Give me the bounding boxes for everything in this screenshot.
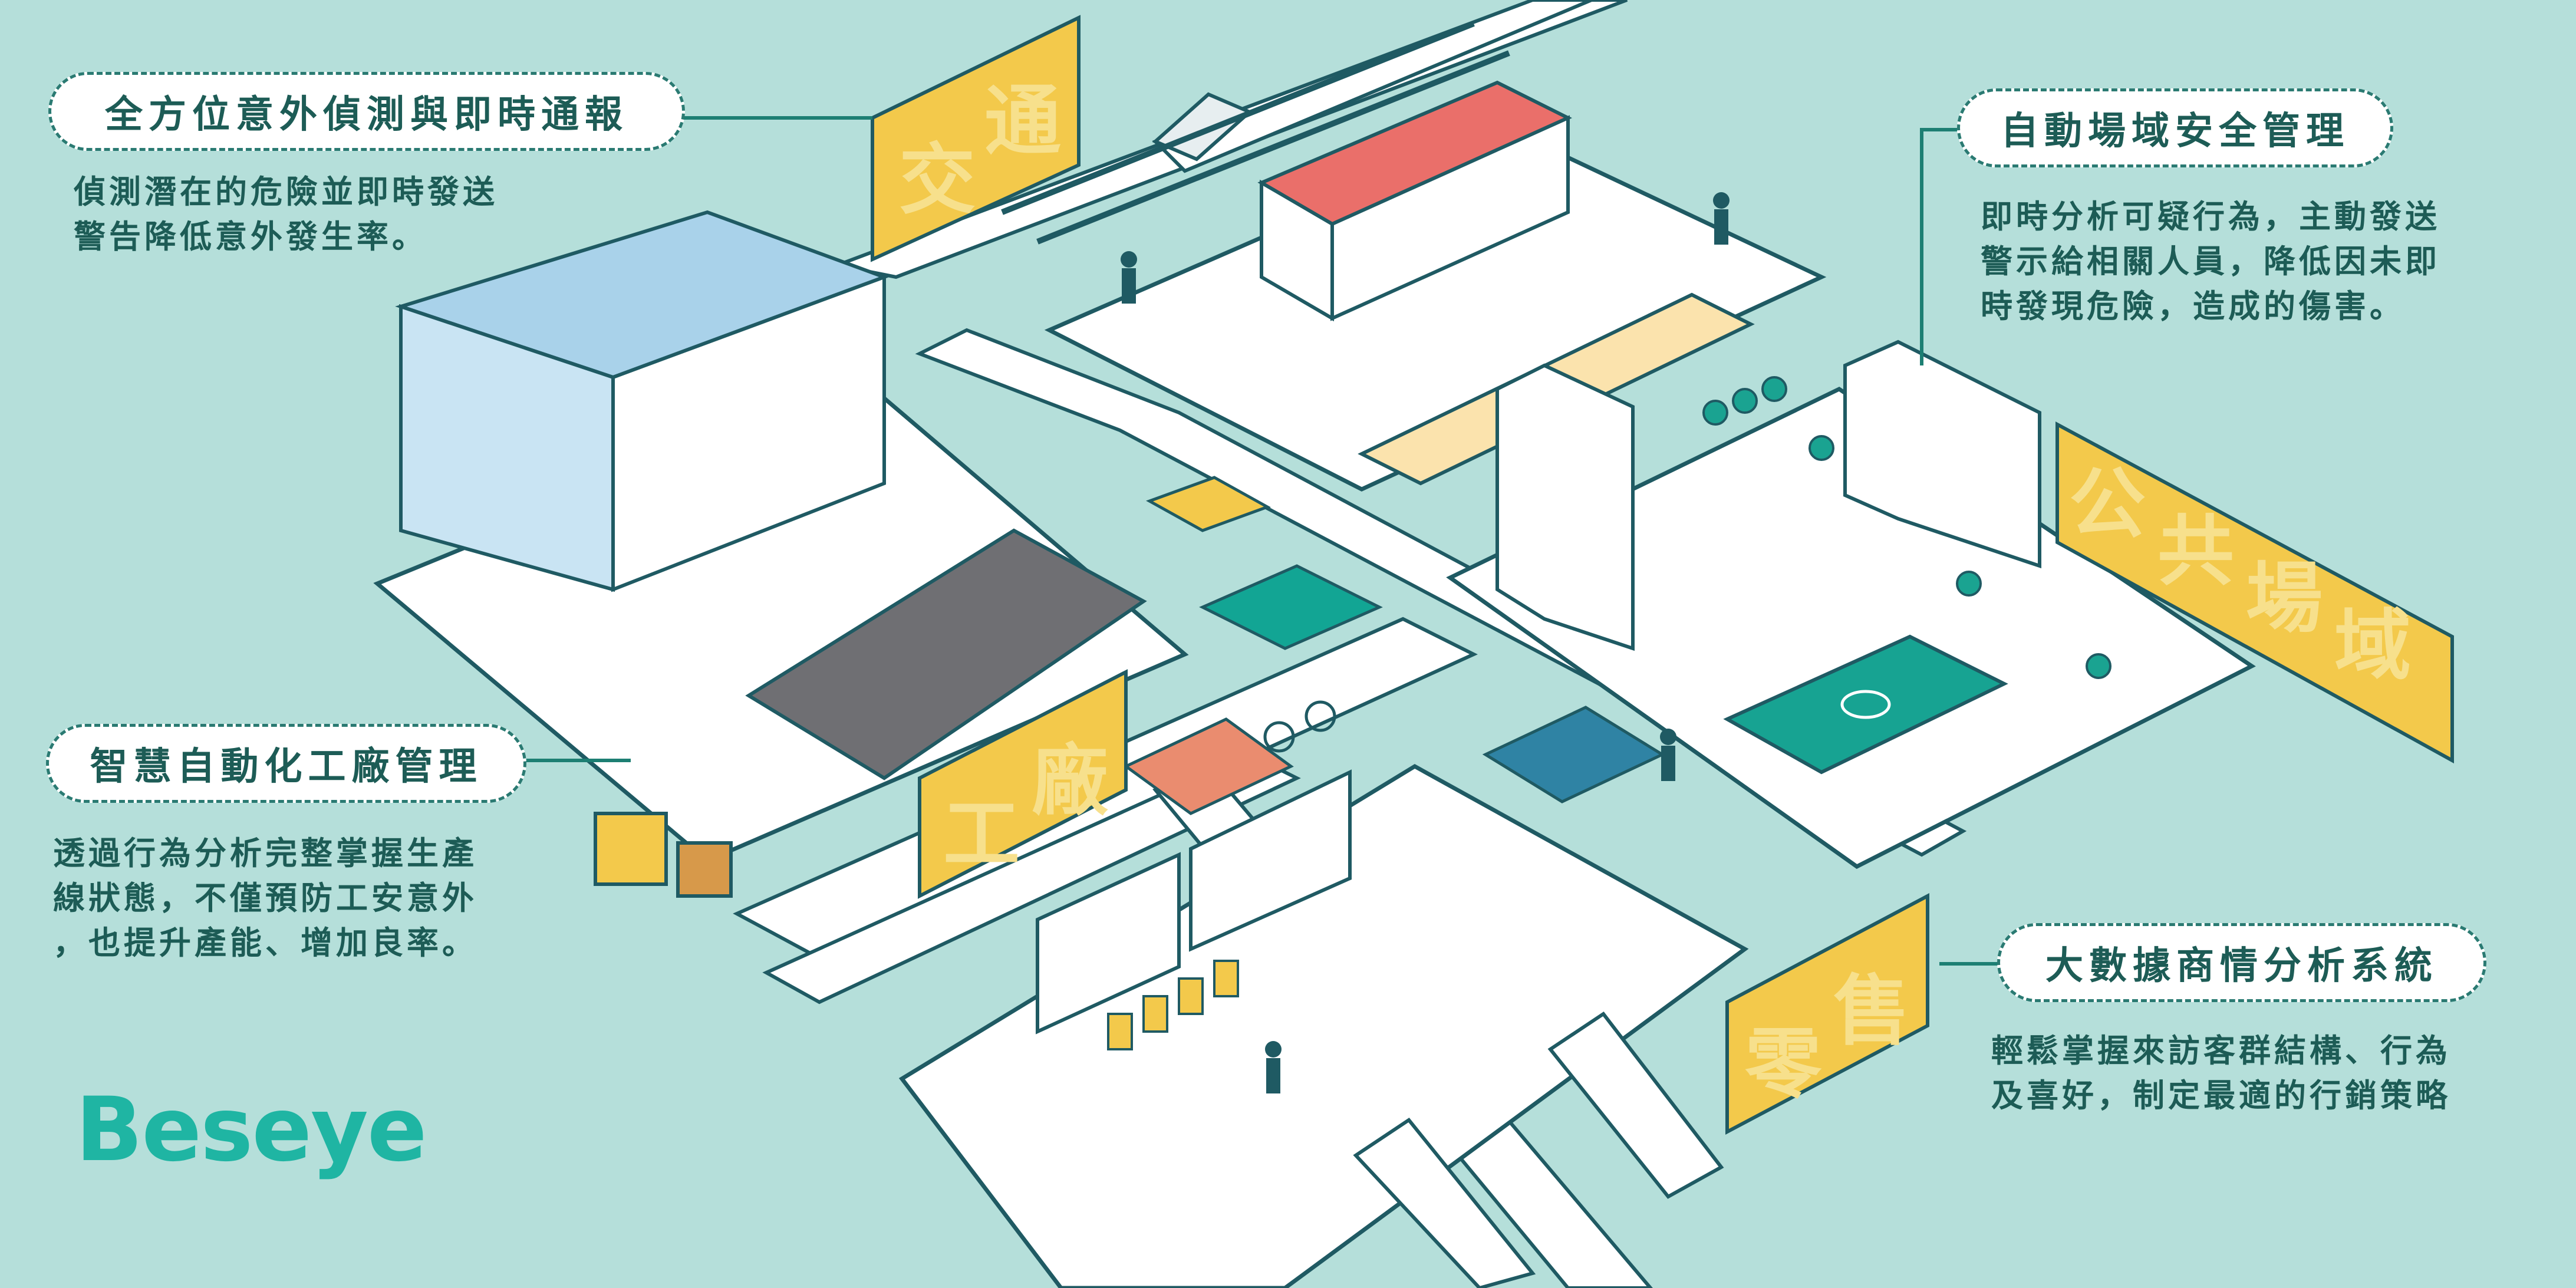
sign-traffic: 交 通 xyxy=(871,15,1081,262)
callout-public-space-description: 即時分析可疑行為，主動發送 警示給相關人員，降低因未即 時發現危險，造成的傷害。 xyxy=(1981,198,2440,325)
retail-block xyxy=(898,763,1749,1288)
sign-factory-char-2: 廠 xyxy=(1032,736,1108,826)
crosswalk-teal xyxy=(1199,564,1383,650)
cyclist-icon xyxy=(1263,700,1336,753)
station-building-icon xyxy=(1257,80,1572,322)
sign-traffic-char-1: 交 xyxy=(899,135,976,225)
forklift-icon xyxy=(594,812,733,898)
escalator-icon xyxy=(1353,1011,1724,1288)
crosswalk-coral xyxy=(1123,717,1294,815)
sign-public-space: 公 共 場 域 xyxy=(2055,421,2454,764)
taxi-icon xyxy=(1145,476,1271,532)
callout-factory-title: 智慧自動化工廠管理 xyxy=(46,724,526,803)
callout-factory-description: 透過行為分析完整掌握生產 線狀態，不僅預防工安意外 ，也提升產能、增加良率。 xyxy=(53,835,477,961)
sign-traffic-char-2: 通 xyxy=(984,76,1061,166)
sign-retail: 零 售 xyxy=(1725,893,1929,1135)
crosswalk-blue xyxy=(1482,706,1666,803)
callout-traffic-description: 偵測潛在的危險並即時發送 警告降低意外發生率。 xyxy=(74,173,498,255)
production-floor xyxy=(745,528,1147,780)
callout-traffic-title: 全方位意外偵測與即時通報 xyxy=(48,72,685,151)
person-icon xyxy=(1121,192,1730,1093)
beseye-logo: Beseye xyxy=(75,1079,427,1181)
shelf-icon xyxy=(1036,769,1352,1035)
sign-factory: 工 廠 xyxy=(918,669,1128,899)
sign-retail-char-1: 零 xyxy=(1745,1019,1822,1109)
soccer-field-icon xyxy=(1723,634,2008,775)
sign-public-char-4: 域 xyxy=(2334,601,2411,690)
clothing-rack-icon xyxy=(1107,960,1239,1050)
callout-connectors xyxy=(525,116,1998,966)
tree-icon xyxy=(1702,376,2111,679)
sign-public-char-2: 共 xyxy=(2157,506,2234,596)
warehouse-icon xyxy=(395,210,890,592)
train-icon xyxy=(1001,0,1593,245)
callout-retail-title: 大數據商情分析系統 xyxy=(1997,923,2486,1002)
sign-public-char-1: 公 xyxy=(2069,459,2146,549)
sign-public-char-3: 場 xyxy=(2246,554,2323,643)
sign-factory-char-1: 工 xyxy=(943,789,1020,879)
station-block xyxy=(1001,0,1827,492)
callout-retail-description: 輕鬆掌握來訪客群結構、行為 及喜好，制定最適的行銷策略 xyxy=(1991,1032,2451,1114)
factory-block xyxy=(373,210,1189,898)
sign-retail-char-2: 售 xyxy=(1833,966,1910,1056)
public-space-block xyxy=(1446,340,2256,869)
apartment-building-icon xyxy=(1495,340,2041,651)
callout-public-space-title: 自動場域安全管理 xyxy=(1957,88,2393,167)
